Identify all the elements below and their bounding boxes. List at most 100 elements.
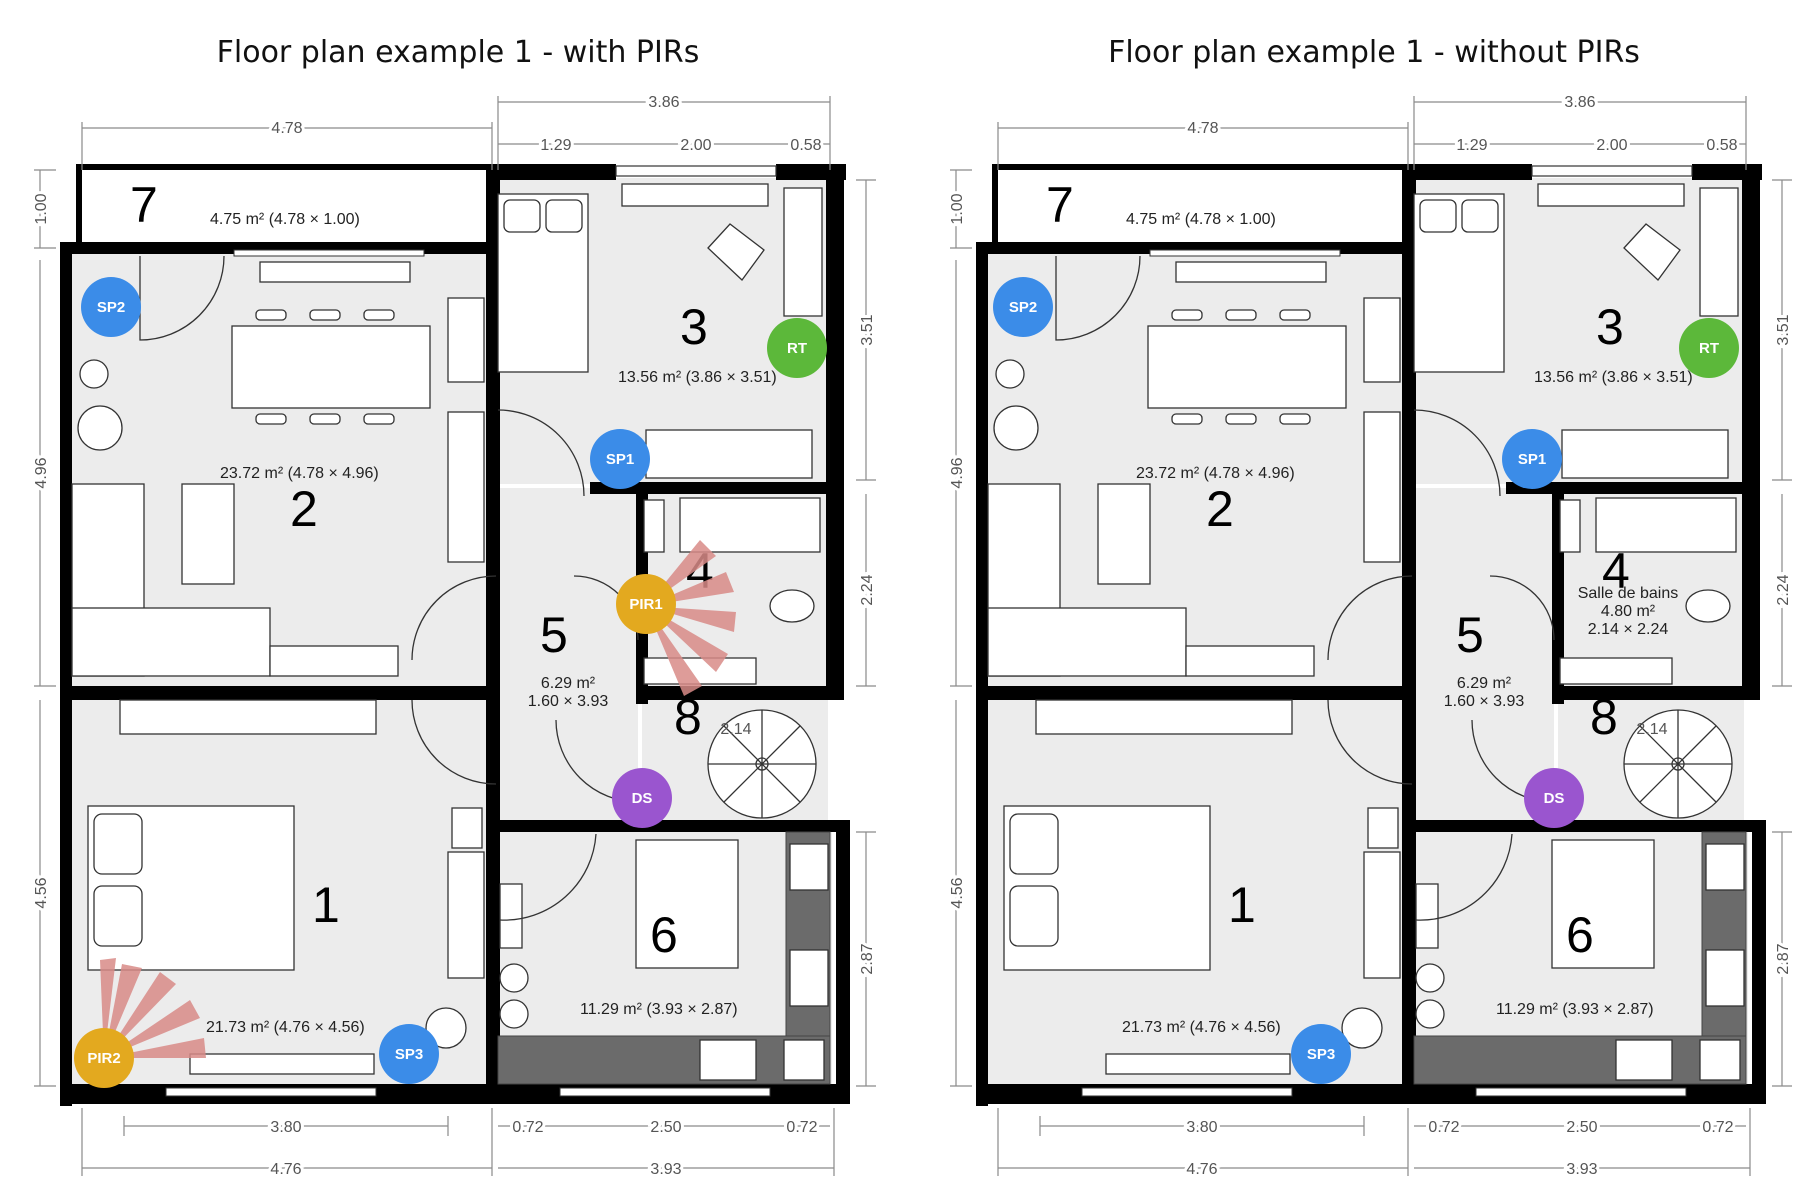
- room-area-7: 4.75 m² (4.78 × 1.00): [1126, 211, 1276, 228]
- dim-top-sub-1: 1.29: [1456, 137, 1487, 154]
- room-number-2: 2: [290, 481, 318, 537]
- dim-left-3: 4.56: [949, 877, 966, 908]
- room-area-5-dims: 1.60 × 3.93: [528, 693, 609, 710]
- dim-room8: 2.14: [720, 721, 751, 738]
- room-number-4: 4: [1602, 543, 1630, 599]
- plan1-room-labels: 7 4.75 m² (4.78 × 1.00) 2 23.72 m² (4.78…: [1046, 177, 1693, 1036]
- sp1-marker[interactable]: SP1: [1502, 429, 1562, 489]
- room-area-2: 23.72 m² (4.78 × 4.96): [1136, 465, 1295, 482]
- device-circle: [1679, 318, 1739, 378]
- device-label: PIR2: [87, 1050, 120, 1067]
- dim-bottom-sub-4: 0.72: [1702, 1119, 1733, 1136]
- dim-right-2: 2.24: [1775, 574, 1792, 605]
- room-area-5: 6.29 m²: [1457, 675, 1512, 692]
- device-circle: [612, 768, 672, 828]
- dim-top-sub-2: 2.00: [1596, 137, 1627, 154]
- device-label: RT: [1699, 340, 1719, 357]
- dim-top-sub-3: 0.58: [1706, 137, 1737, 154]
- plan0-dimension-labels: 4.78 3.86 1.29 2.00 0.58 1.00 4.96 4.56 …: [30, 91, 879, 1181]
- dim-bottom-sub-1: 3.80: [270, 1119, 301, 1136]
- device-label: SP1: [606, 451, 634, 468]
- device-circle: [993, 277, 1053, 337]
- dim-bottom-2: 3.93: [1566, 1161, 1597, 1178]
- plan-with-pirs: [33, 95, 877, 1177]
- pir2-marker[interactable]: PIR2: [74, 1028, 134, 1088]
- dim-right-3: 2.87: [859, 943, 876, 974]
- device-label: SP2: [1009, 299, 1037, 316]
- rt-marker[interactable]: RT: [1679, 318, 1739, 378]
- dim-left-1: 1.00: [949, 193, 966, 224]
- dim-top-left: 4.78: [1187, 120, 1218, 137]
- dim-bottom-2: 3.93: [650, 1161, 681, 1178]
- dim-bottom-sub-2: 0.72: [512, 1119, 543, 1136]
- device-circle: [74, 1028, 134, 1088]
- dim-top-sub-3: 0.58: [790, 137, 821, 154]
- dim-room8: 2.14: [1636, 721, 1667, 738]
- dim-bottom-1: 4.76: [270, 1161, 301, 1178]
- room-number-3: 3: [1596, 299, 1624, 355]
- room-number-6: 6: [650, 907, 678, 963]
- room-number-8: 8: [674, 689, 702, 745]
- device-label: SP1: [1518, 451, 1546, 468]
- plan1-dimension-labels: 4.78 3.86 1.29 2.00 0.58 1.00 4.96 4.56 …: [946, 91, 1795, 1181]
- room-number-6: 6: [1566, 907, 1594, 963]
- device-label: RT: [787, 340, 807, 357]
- plan0-room-labels: 7 4.75 m² (4.78 × 1.00) 2 23.72 m² (4.78…: [130, 177, 777, 1036]
- dim-top-right: 3.86: [648, 94, 679, 111]
- dim-left-2: 4.96: [949, 457, 966, 488]
- device-label: DS: [1544, 790, 1565, 807]
- room-area-1: 21.73 m² (4.76 × 4.56): [1122, 1019, 1281, 1036]
- dim-bottom-sub-1: 3.80: [1186, 1119, 1217, 1136]
- sp3-marker[interactable]: SP3: [1291, 1024, 1351, 1084]
- device-circle: [616, 574, 676, 634]
- room-number-8: 8: [1590, 689, 1618, 745]
- dim-left-1: 1.00: [33, 193, 50, 224]
- dim-bottom-sub-3: 2.50: [1566, 1119, 1597, 1136]
- plan0-devices: SP2 RT SP1 PIR1 DS SP3 PIR2: [74, 277, 827, 1088]
- room-area-2: 23.72 m² (4.78 × 4.96): [220, 465, 379, 482]
- room-number-2: 2: [1206, 481, 1234, 537]
- room-area-3: 13.56 m² (3.86 × 3.51): [1534, 369, 1693, 386]
- dim-left-3: 4.56: [33, 877, 50, 908]
- device-label: SP2: [97, 299, 125, 316]
- plan-title-without-pirs: Floor plan example 1 - without PIRs: [1108, 35, 1640, 70]
- sp2-marker[interactable]: SP2: [81, 277, 141, 337]
- room-number-5: 5: [540, 607, 568, 663]
- dim-top-right: 3.86: [1564, 94, 1595, 111]
- device-label: DS: [632, 790, 653, 807]
- dim-top-sub-1: 1.29: [540, 137, 571, 154]
- dim-bottom-sub-3: 2.50: [650, 1119, 681, 1136]
- plan-title-with-pirs: Floor plan example 1 - with PIRs: [217, 35, 700, 70]
- room-area-5-dims: 1.60 × 3.93: [1444, 693, 1525, 710]
- room-number-7: 7: [1046, 177, 1074, 233]
- dim-bottom-1: 4.76: [1186, 1161, 1217, 1178]
- rt-marker[interactable]: RT: [767, 318, 827, 378]
- dim-right-1: 3.51: [859, 314, 876, 345]
- room-area-7: 4.75 m² (4.78 × 1.00): [210, 211, 360, 228]
- pir1-marker[interactable]: PIR1: [616, 574, 676, 634]
- device-label: SP3: [1307, 1046, 1335, 1063]
- room-number-1: 1: [1228, 877, 1256, 933]
- ds-marker[interactable]: DS: [612, 768, 672, 828]
- room-area-6: 11.29 m² (3.93 × 2.87): [1496, 1001, 1654, 1018]
- sp3-marker[interactable]: SP3: [379, 1024, 439, 1084]
- sp1-marker[interactable]: SP1: [590, 429, 650, 489]
- device-circle: [81, 277, 141, 337]
- dim-left-2: 4.96: [33, 457, 50, 488]
- room-area-4: 4.80 m²: [1601, 603, 1656, 620]
- room-area-4-dims: 2.14 × 2.24: [1588, 621, 1669, 638]
- room-name-4: Salle de bains: [1578, 585, 1679, 602]
- room-number-5: 5: [1456, 607, 1484, 663]
- ds-marker[interactable]: DS: [1524, 768, 1584, 828]
- device-label: SP3: [395, 1046, 423, 1063]
- device-circle: [767, 318, 827, 378]
- dim-right-3: 2.87: [1775, 943, 1792, 974]
- device-circle: [1502, 429, 1562, 489]
- sp2-marker[interactable]: SP2: [993, 277, 1053, 337]
- device-circle: [1291, 1024, 1351, 1084]
- room-number-3: 3: [680, 299, 708, 355]
- device-circle: [590, 429, 650, 489]
- device-label: PIR1: [629, 596, 662, 613]
- dim-bottom-sub-2: 0.72: [1428, 1119, 1459, 1136]
- device-circle: [1524, 768, 1584, 828]
